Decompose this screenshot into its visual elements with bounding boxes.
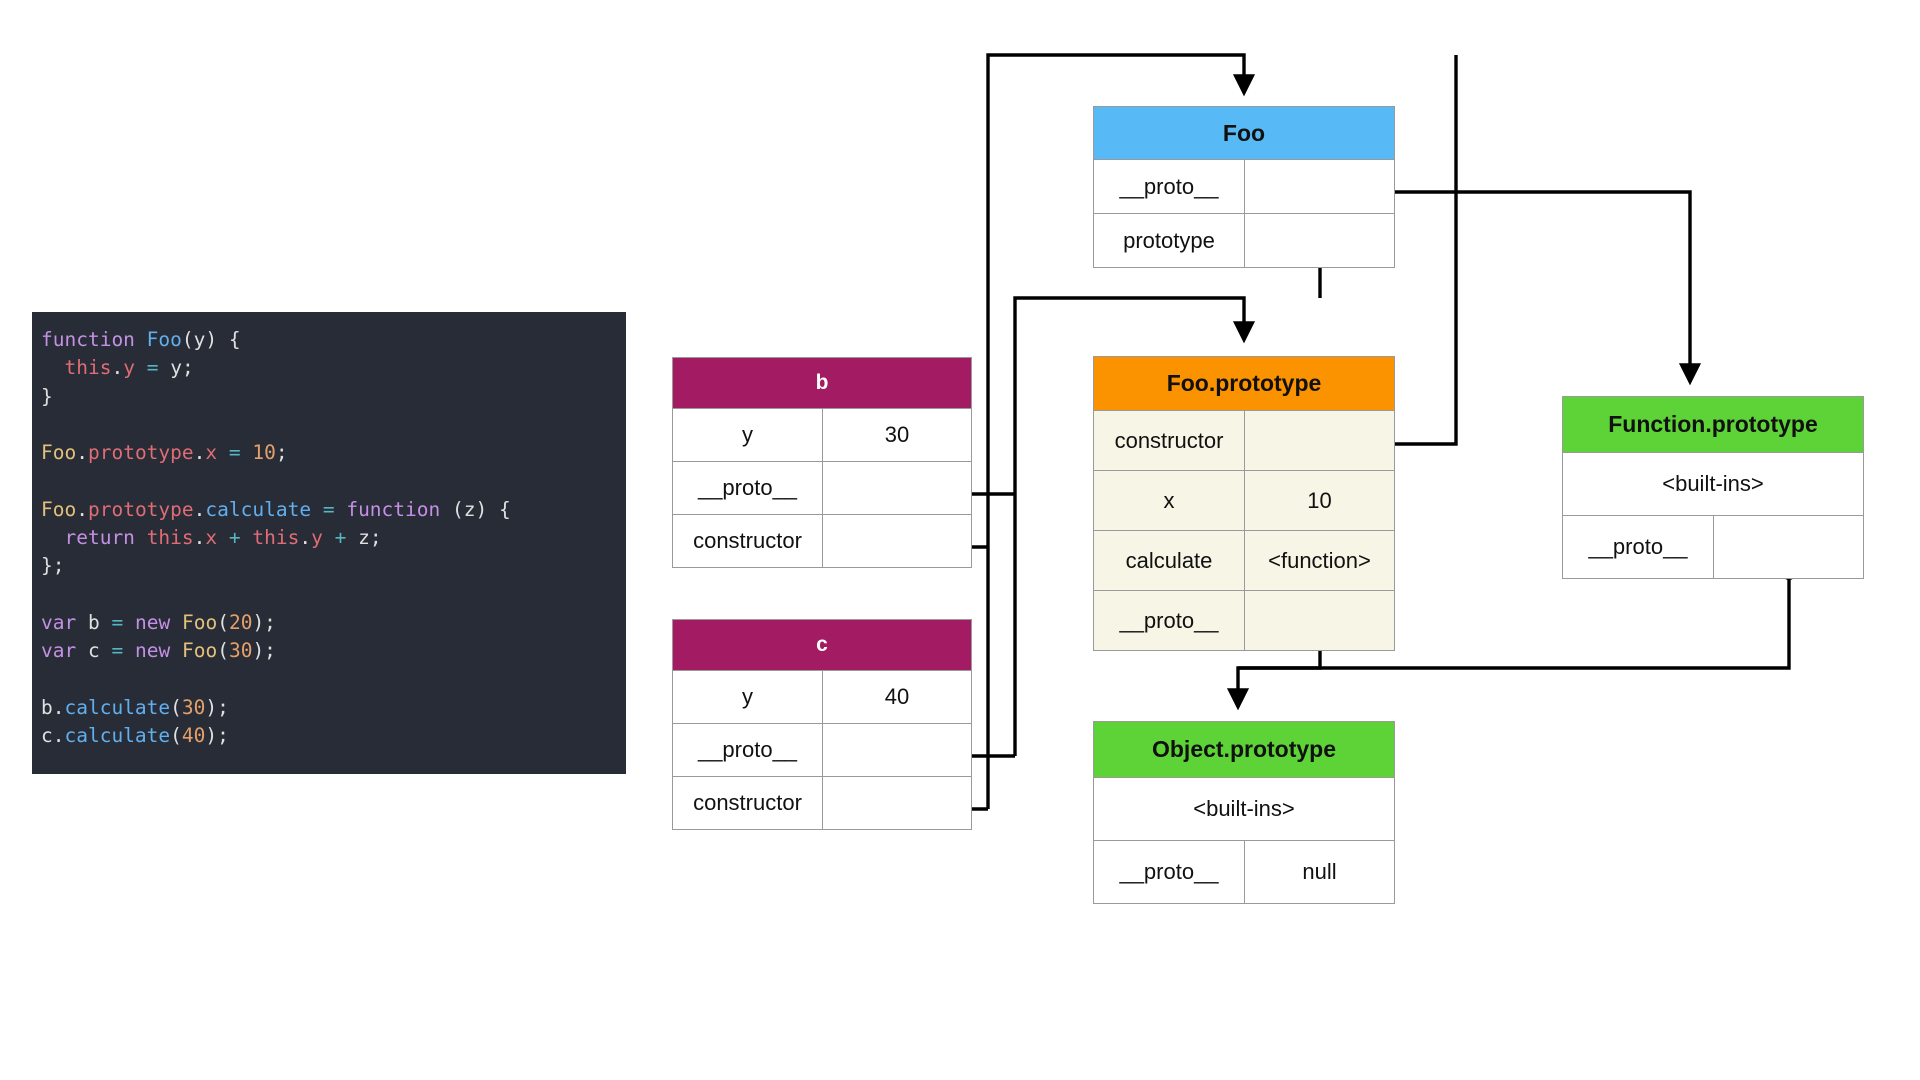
code-line-10 — [41, 583, 53, 606]
table-row: <built-ins> — [1094, 777, 1394, 840]
table-row: __proto__ — [1563, 515, 1863, 578]
table-foo: Foo __proto__ prototype — [1093, 106, 1395, 268]
table-row: <built-ins> — [1563, 452, 1863, 515]
table-object-prototype-title: Object.prototype — [1094, 722, 1394, 777]
table-row: calculate <function> — [1094, 530, 1394, 590]
table-b-key-1: __proto__ — [673, 462, 823, 514]
table-row: __proto__ — [1094, 159, 1394, 213]
table-row: prototype — [1094, 213, 1394, 267]
code-line-12: var c = new Foo(30); — [41, 639, 276, 663]
table-c-value-1 — [823, 724, 971, 776]
code-line-13 — [41, 668, 53, 691]
table-b-value-0: 30 — [884, 422, 910, 447]
code-line-7: Foo.prototype.calculate = function (z) { — [41, 497, 511, 521]
table-row: x 10 — [1094, 470, 1394, 530]
code-line-1: function Foo(y) { — [41, 328, 241, 351]
code-line-3: } — [41, 384, 53, 408]
table-function-prototype-builtins: <built-ins> — [1662, 471, 1764, 496]
table-b-value-2 — [823, 515, 971, 567]
table-row: constructor — [673, 514, 971, 567]
code-line-9: }; — [41, 554, 65, 578]
table-row: __proto__ — [673, 461, 971, 514]
table-foo-prototype-key-3: __proto__ — [1094, 591, 1245, 650]
code-line-5: Foo.prototype.x = 10; — [41, 441, 288, 465]
code-line-6 — [41, 469, 53, 492]
code-line-15: c.calculate(40); — [41, 724, 229, 748]
table-c-key-1: __proto__ — [673, 724, 823, 776]
code-line-4 — [41, 413, 53, 436]
table-object-prototype-key-0: __proto__ — [1094, 841, 1245, 903]
table-c-key-0: y — [673, 671, 823, 723]
table-foo-value-1 — [1245, 214, 1394, 267]
table-foo-title: Foo — [1094, 107, 1394, 159]
table-foo-prototype-value-3 — [1245, 591, 1394, 650]
table-foo-prototype-key-0: constructor — [1094, 411, 1245, 470]
table-function-prototype-title: Function.prototype — [1563, 397, 1863, 452]
table-object-prototype: Object.prototype <built-ins> __proto__ n… — [1093, 721, 1395, 904]
table-b-title: b — [673, 358, 971, 408]
table-foo-prototype-key-1: x — [1094, 471, 1245, 530]
table-foo-prototype-title: Foo.prototype — [1094, 357, 1394, 410]
table-c-title: c — [673, 620, 971, 670]
table-b-value-1 — [823, 462, 971, 514]
table-b: b y 30 __proto__ constructor — [672, 357, 972, 568]
table-foo-prototype: Foo.prototype constructor x 10 calculate… — [1093, 356, 1395, 651]
table-c-value-2 — [823, 777, 971, 829]
table-foo-value-0 — [1245, 160, 1394, 213]
table-foo-key-0: __proto__ — [1094, 160, 1245, 213]
table-b-key-0: y — [673, 409, 823, 461]
table-foo-prototype-value-2: <function> — [1268, 547, 1371, 573]
table-function-prototype: Function.prototype <built-ins> __proto__ — [1562, 396, 1864, 579]
table-c: c y 40 __proto__ constructor — [672, 619, 972, 830]
table-row: constructor — [673, 776, 971, 829]
table-foo-prototype-value-0 — [1245, 411, 1394, 470]
table-row: y 30 — [673, 408, 971, 461]
code-line-14: b.calculate(30); — [41, 695, 229, 719]
table-b-key-2: constructor — [673, 515, 823, 567]
table-object-prototype-value-0: null — [1302, 859, 1337, 884]
table-function-prototype-key-0: __proto__ — [1563, 516, 1714, 578]
table-row: __proto__ — [1094, 590, 1394, 650]
table-foo-prototype-key-2: calculate — [1094, 531, 1245, 590]
table-foo-prototype-value-1: 10 — [1307, 487, 1332, 513]
table-c-value-0: 40 — [884, 684, 910, 709]
table-function-prototype-value-0 — [1714, 516, 1863, 578]
table-row: __proto__ null — [1094, 840, 1394, 903]
table-row: __proto__ — [673, 723, 971, 776]
table-row: constructor — [1094, 410, 1394, 470]
code-line-11: var b = new Foo(20); — [41, 610, 276, 634]
code-block: function Foo(y) { this.y = y; } Foo.prot… — [32, 312, 626, 774]
code-line-2: this.y = y; — [64, 356, 194, 380]
table-object-prototype-builtins: <built-ins> — [1193, 796, 1295, 821]
code-line-8: return this.x + this.y + z; — [64, 526, 382, 550]
table-row: y 40 — [673, 670, 971, 723]
table-foo-key-1: prototype — [1094, 214, 1245, 267]
table-c-key-2: constructor — [673, 777, 823, 829]
